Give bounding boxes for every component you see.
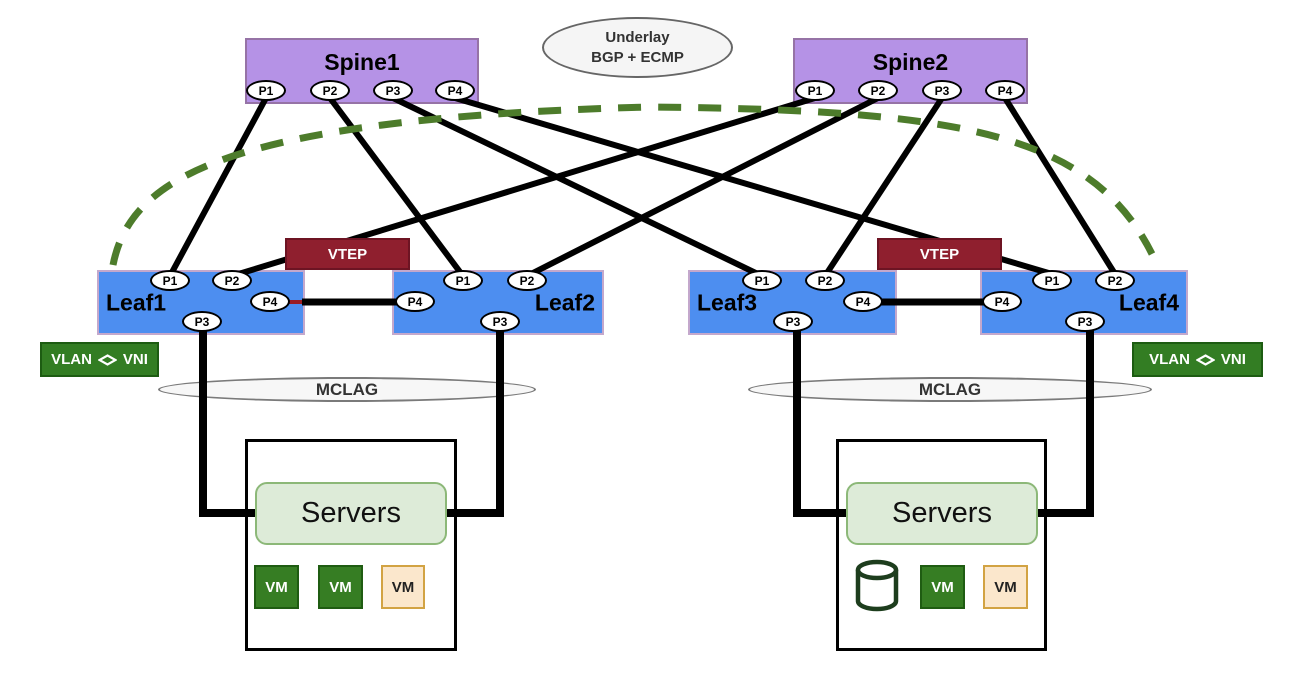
vni-label: VNI: [122, 351, 148, 368]
leaf4-label: Leaf4: [1118, 289, 1179, 315]
link-spine2p2-leaf2p2: [525, 95, 880, 279]
underlay-bgp-ecmp-ellipse: Underlay BGP + ECMP: [542, 17, 733, 78]
mclag-ellipse-left: MCLAG: [158, 377, 536, 402]
leaf1-port-p1: P1: [150, 270, 190, 291]
spine1-port-p1: P1: [246, 80, 286, 101]
vlan-vni-badge-left: VLAN VNI: [40, 342, 159, 377]
link-spine1p3-leaf3p1: [391, 95, 764, 279]
leaf3-port-p1: P1: [742, 270, 782, 291]
server-box-right: [836, 439, 1047, 651]
servers-node-right: Servers: [846, 482, 1038, 545]
leaf2-port-p4: P4: [395, 291, 435, 312]
vm-box-cream: VM: [983, 565, 1028, 609]
spine1-label: Spine1: [324, 49, 400, 75]
spine2-port-p4: P4: [985, 80, 1025, 101]
vlan-label: VLAN: [1149, 351, 1190, 368]
spine2-label: Spine2: [872, 49, 949, 75]
leaf1-label: Leaf1: [106, 289, 167, 315]
servers-node-left: Servers: [255, 482, 447, 545]
server-box-left: [245, 439, 457, 651]
leaf3-port-p4: P4: [843, 291, 883, 312]
leaf2-label: Leaf2: [534, 289, 595, 315]
leaf4-port-p2: P2: [1095, 270, 1135, 291]
spine2-port-p3: P3: [922, 80, 962, 101]
underlay-label-line2: BGP + ECMP: [591, 48, 684, 66]
vm-box-cream: VM: [381, 565, 425, 609]
vm-box-green: VM: [920, 565, 965, 609]
spine1-port-p3: P3: [373, 80, 413, 101]
diamond-icon: [97, 353, 117, 366]
diamond-icon: [1195, 353, 1215, 366]
vlan-vni-badge-right: VLAN VNI: [1132, 342, 1263, 377]
leaf3-port-p3: P3: [773, 311, 813, 332]
database-cylinder-icon: [855, 559, 899, 612]
leaf4-port-p4: P4: [982, 291, 1022, 312]
mclag-ellipse-right: MCLAG: [748, 377, 1152, 402]
leaf4-port-p1: P1: [1032, 270, 1072, 291]
spine2-port-p1: P1: [795, 80, 835, 101]
link-spine2p4-leaf4p2: [1002, 96, 1118, 276]
leaf3-port-p2: P2: [805, 270, 845, 291]
leaf1-port-p4: P4: [250, 291, 290, 312]
vm-box-green: VM: [254, 565, 299, 609]
vtep-badge-left: VTEP: [285, 238, 410, 270]
spine1-port-p2: P2: [310, 80, 350, 101]
link-spine1p1-leaf1p1: [167, 96, 269, 278]
vm-box-green: VM: [318, 565, 363, 609]
vlan-label: VLAN: [51, 351, 92, 368]
leaf2-port-p1: P1: [443, 270, 483, 291]
leaf1-port-p2: P2: [212, 270, 252, 291]
spine2-port-p2: P2: [858, 80, 898, 101]
vni-label: VNI: [1220, 351, 1246, 368]
leaf2-port-p2: P2: [507, 270, 547, 291]
vtep-badge-right: VTEP: [877, 238, 1002, 270]
leaf4-port-p3: P3: [1065, 311, 1105, 332]
leaf1-port-p3: P3: [182, 311, 222, 332]
spine1-port-p4: P4: [435, 80, 475, 101]
underlay-label-line1: Underlay: [605, 29, 670, 46]
leaf3-label: Leaf3: [697, 289, 758, 315]
leaf2-port-p3: P3: [480, 311, 520, 332]
